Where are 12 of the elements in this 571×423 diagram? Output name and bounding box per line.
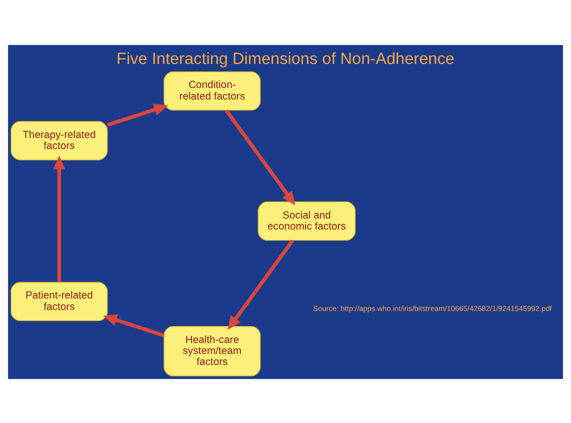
label: Source: http://apps.who.int/iris/bitstream/10665/42682/1/9241545992.pdf (313, 304, 552, 313)
arrow (103, 314, 164, 337)
node-box: Patient-related factors (10, 281, 108, 321)
node-box: Condition-related factors (164, 70, 261, 110)
diagram-title: Five Interacting Dimensions of Non-Adherence (116, 49, 454, 68)
node-box: Health-care system/team factors (164, 325, 261, 376)
arrow (107, 103, 168, 126)
arrow (53, 155, 66, 282)
arrow (228, 238, 294, 330)
arrow (224, 108, 296, 205)
node-box: Social and economic factors (258, 200, 356, 240)
node-box: Therapy-related factors (10, 120, 108, 160)
